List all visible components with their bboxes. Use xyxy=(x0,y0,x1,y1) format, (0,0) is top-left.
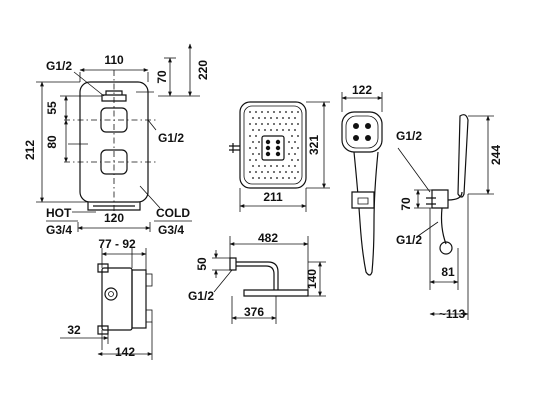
hand-shower-head xyxy=(341,111,383,153)
dim-55-label: 55 xyxy=(45,101,59,115)
valve-front-view xyxy=(64,70,161,220)
hot-label: HOT xyxy=(46,206,72,220)
hose-outlet xyxy=(439,241,453,255)
cold-thread-label: G3/4 xyxy=(158,223,184,237)
holder-81-label: 81 xyxy=(441,265,455,279)
holder-113-label: ~113 xyxy=(439,307,466,321)
shower-arm-pipe xyxy=(236,261,279,290)
shower-head-nozzles xyxy=(249,111,299,179)
valve-depth-70-label: 70 xyxy=(155,70,169,84)
box-body xyxy=(101,267,133,331)
arm-length-label: 482 xyxy=(258,231,278,245)
hand-shower-side xyxy=(457,114,469,198)
box-width-label: 142 xyxy=(115,345,135,359)
box-port-circle xyxy=(104,287,118,301)
cold-label: COLD xyxy=(156,206,190,220)
concealed-box-view: 77 - 92 32 142 xyxy=(60,237,153,360)
valve-top-port xyxy=(101,90,127,102)
head-width-label: 211 xyxy=(263,190,283,204)
hot-thread-label: G3/4 xyxy=(46,223,72,237)
arm-140-label: 140 xyxy=(305,269,319,289)
shower-head-view: 321 211 xyxy=(229,101,330,212)
thread-top-left-label: G1/2 xyxy=(46,59,72,73)
valve-depth-220-label: 220 xyxy=(196,60,210,80)
hand-thread-bottom-label: G1/2 xyxy=(396,233,422,247)
shower-head-plate xyxy=(239,101,307,189)
dim-212-label: 212 xyxy=(23,140,37,160)
holder-70-label: 70 xyxy=(399,197,413,211)
hose-holder-view: G1/2 G1/2 244 70 81 ~113 xyxy=(396,114,503,321)
hand-length-label: 244 xyxy=(489,145,503,165)
holder-bracket xyxy=(431,189,449,209)
arm-thread-label: G1/2 xyxy=(188,289,214,303)
box-front-plate xyxy=(131,269,147,329)
head-height-label: 321 xyxy=(307,135,321,155)
arm-50-label: 50 xyxy=(195,257,209,271)
hand-shower-view: 122 xyxy=(341,83,383,276)
hand-width-label: 122 xyxy=(352,83,372,97)
hand-shower-handle xyxy=(353,151,379,276)
hand-thread-top-label: G1/2 xyxy=(396,129,422,143)
base-width-label: 120 xyxy=(104,211,124,225)
shower-head-center-pad xyxy=(261,135,285,161)
box-offset-label: 32 xyxy=(67,323,81,337)
valve-dimensions: 110 70 220 G1/2 55 80 212 G1/2 HOT G3/4 … xyxy=(23,43,210,237)
shower-arm-head xyxy=(243,289,309,297)
thread-right-label: G1/2 xyxy=(158,131,184,145)
shower-hose xyxy=(440,191,463,245)
shower-arm-view: 482 50 140 G1/2 376 xyxy=(188,231,326,324)
valve-width-label: 110 xyxy=(104,53,124,67)
hand-shower-holder xyxy=(351,191,375,209)
dim-80-label: 80 xyxy=(45,135,59,149)
arm-376-label: 376 xyxy=(244,305,264,319)
box-range-label: 77 - 92 xyxy=(98,237,136,251)
